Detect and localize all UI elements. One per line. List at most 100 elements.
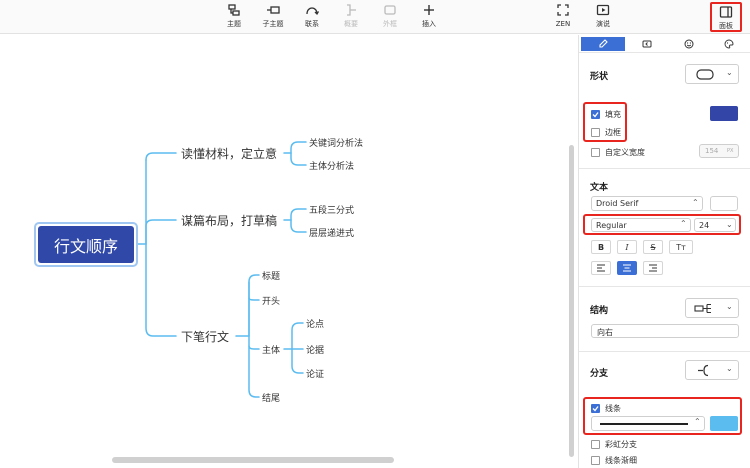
relationship-button[interactable]: 联系 [295, 3, 329, 31]
chevron-down-icon: ⌄ [726, 302, 733, 311]
branch-style-select[interactable]: ⌄ [685, 360, 739, 380]
align-right-button[interactable] [643, 261, 663, 275]
border-checkbox[interactable] [591, 127, 600, 137]
map-icon [642, 40, 652, 48]
align-center-button[interactable] [617, 261, 637, 275]
subtopic-title[interactable]: 标题 [262, 272, 281, 282]
summary-button[interactable]: 概要 [334, 3, 368, 31]
bold-button[interactable]: B [591, 240, 611, 254]
shape-select[interactable]: ⌄ [685, 64, 739, 84]
font-size-select[interactable]: 24 ⌄ [694, 218, 736, 232]
smiley-icon [684, 39, 694, 49]
line-checkbox[interactable] [591, 403, 600, 413]
fullscreen-icon [557, 4, 569, 16]
italic-button[interactable]: I [617, 240, 637, 254]
branch-topic-2[interactable]: 谋篇布局，打草稿 [181, 214, 278, 228]
subtopic-progressive[interactable]: 层层递进式 [309, 229, 355, 239]
divider [579, 351, 750, 352]
highlight-font-weight-size [583, 214, 741, 235]
rainbow-branch-option[interactable]: 彩虹分支 [591, 438, 637, 450]
font-family-value: Droid Serif [596, 199, 639, 208]
subtopic-ending[interactable]: 结尾 [262, 394, 281, 404]
border-option[interactable]: 边框 [591, 126, 621, 138]
present-button[interactable]: 演说 [586, 3, 620, 31]
structure-direction-select[interactable]: 向右 [591, 324, 739, 338]
panel-label: 面板 [719, 22, 733, 30]
fill-color-swatch[interactable] [710, 106, 738, 121]
format-panel: 形状 ⌄ 填充 边框 自定义宽度 154 PX 文本 Droid Serif ⌃ [578, 35, 750, 468]
topic-button[interactable]: 主题 [217, 3, 251, 31]
line-label: 线条 [605, 403, 621, 413]
present-label: 演说 [596, 20, 610, 28]
zen-button[interactable]: ZEN [546, 3, 580, 31]
insert-button[interactable]: 插入 [412, 3, 446, 31]
boundary-label: 外框 [383, 20, 397, 28]
text-case-button[interactable]: Tт [669, 240, 693, 254]
subtopic-button[interactable]: 子主题 [256, 3, 290, 31]
tab-theme[interactable] [707, 37, 750, 51]
custom-width-checkbox[interactable] [591, 147, 600, 157]
horizontal-scrollbar[interactable] [112, 457, 394, 463]
line-option[interactable]: 线条 [591, 402, 621, 414]
taper-line-checkbox[interactable] [591, 455, 600, 465]
tab-style[interactable] [581, 37, 625, 51]
boundary-icon [384, 5, 396, 15]
highlight-fill-border [583, 102, 627, 142]
summary-icon [347, 4, 356, 16]
fill-option[interactable]: 填充 [591, 108, 621, 120]
divider [579, 168, 750, 169]
subtopic-five-para[interactable]: 五段三分式 [309, 206, 355, 216]
structure-section-title: 结构 [590, 306, 609, 316]
taper-line-label: 线条渐细 [605, 455, 637, 465]
custom-width-input[interactable]: 154 PX [699, 144, 739, 158]
subtopic-subject[interactable]: 主体分析法 [309, 162, 355, 172]
custom-width-value: 154 [705, 147, 719, 155]
panel-button[interactable]: 面板 [710, 2, 742, 32]
custom-width-option[interactable]: 自定义宽度 [591, 146, 645, 158]
align-left-button[interactable] [591, 261, 611, 275]
subtopic-evidence[interactable]: 论据 [306, 346, 325, 356]
subtopic-opening[interactable]: 开头 [262, 297, 281, 307]
font-weight-value: Regular [596, 221, 627, 230]
line-style-select[interactable]: ⌃ [591, 416, 705, 431]
subtopic-keyword[interactable]: 关键词分析法 [309, 139, 364, 149]
tab-icons[interactable] [667, 37, 711, 51]
align-right-icon [649, 264, 657, 272]
strikethrough-button[interactable]: S [643, 240, 663, 254]
boundary-button[interactable]: 外框 [373, 3, 407, 31]
custom-width-unit: PX [727, 148, 734, 154]
line-color-swatch[interactable] [710, 416, 738, 431]
rainbow-branch-label: 彩虹分支 [605, 439, 637, 449]
align-center-icon [623, 264, 631, 272]
text-section-title: 文本 [590, 183, 609, 193]
fill-checkbox[interactable] [591, 109, 600, 119]
rainbow-branch-checkbox[interactable] [591, 439, 600, 449]
taper-line-option[interactable]: 线条渐细 [591, 454, 637, 466]
font-family-select[interactable]: Droid Serif ⌃ [591, 196, 703, 211]
brush-icon [599, 39, 608, 48]
structure-select[interactable]: ⌄ [685, 298, 739, 318]
chevron-updown-icon: ⌃ [692, 198, 699, 207]
central-topic-label: 行文顺序 [38, 226, 134, 263]
align-left-icon [597, 264, 605, 272]
shape-section-title: 形状 [590, 72, 609, 82]
central-topic[interactable]: 行文顺序 [34, 222, 138, 267]
border-label: 边框 [605, 127, 621, 137]
summary-label: 概要 [344, 20, 358, 28]
play-icon [596, 4, 610, 16]
subtopic-argument[interactable]: 论点 [306, 320, 325, 330]
tab-map[interactable] [625, 37, 669, 51]
branch-topic-1[interactable]: 读懂材料，定立意 [181, 147, 278, 161]
font-weight-select[interactable]: Regular ⌃ [591, 218, 691, 232]
zen-label: ZEN [555, 20, 571, 28]
structure-direction-value: 向右 [597, 328, 613, 337]
chevron-updown-icon: ⌃ [680, 219, 687, 228]
branch-topic-3[interactable]: 下笔行文 [181, 330, 230, 344]
text-color-swatch[interactable] [710, 196, 738, 211]
structure-right-icon [694, 303, 711, 314]
subtopic-body[interactable]: 主体 [262, 346, 281, 356]
vertical-scrollbar[interactable] [569, 145, 574, 457]
topic-label: 主题 [227, 20, 241, 28]
subtopic-reasoning[interactable]: 论证 [306, 370, 325, 380]
